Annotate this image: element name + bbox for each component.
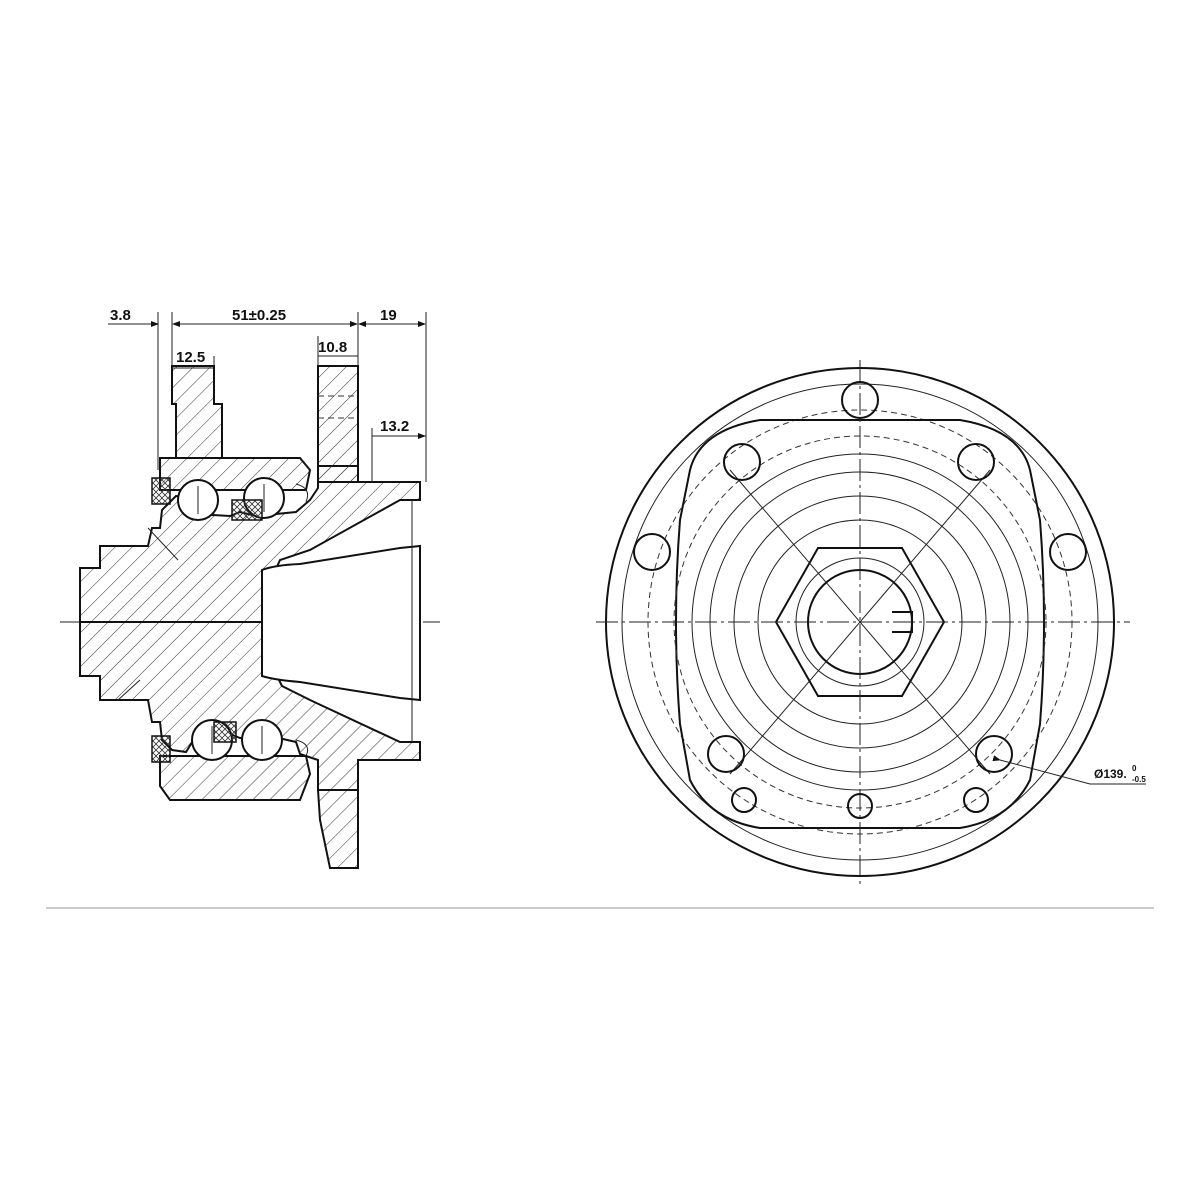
pcd-leader-line (992, 755, 1091, 785)
seal-upper (151, 477, 171, 505)
leader-tick-1 (147, 527, 179, 561)
seal-lip-lower (295, 739, 309, 757)
bolt-hole-lower-right-small (963, 787, 989, 813)
bolt-hole-top (841, 381, 879, 419)
section-view (60, 365, 440, 869)
dim-label-3-8: 3.8 (110, 307, 131, 324)
bolt-hole-bottom-left (707, 735, 745, 773)
hub-body-lower (79, 621, 421, 791)
seal-lip-upper (295, 483, 309, 503)
bearing-outer-ring-upper (159, 457, 312, 491)
front-view: Ø139. 0 -0.5 (596, 360, 1146, 884)
dim-label-13-2: 13.2 (380, 418, 409, 435)
bolt-hole-bottom (847, 793, 873, 819)
bolt-hole-bottom-right (975, 735, 1013, 773)
dim-label-10-8: 10.8 (318, 339, 347, 356)
dim-label-19: 19 (380, 307, 397, 324)
upper-flange-right (317, 365, 359, 483)
upper-flange-left (171, 365, 223, 459)
bolt-hole-right (1049, 533, 1087, 571)
hub-body-upper (79, 465, 421, 623)
dim-label-51: 51±0.25 (232, 307, 286, 324)
lower-flange-tab (316, 789, 359, 869)
flange-body-outline (675, 419, 1045, 829)
pcd-label: Ø139. (1094, 767, 1127, 781)
cage-upper (231, 499, 263, 521)
pcd-tol-upper: 0 (1132, 764, 1137, 773)
bolt-hole-left (633, 533, 671, 571)
leader-tick-2 (117, 679, 141, 701)
hub-bore (261, 544, 421, 702)
bolt-hole-top-right (957, 443, 995, 481)
front-diagonal-2 (729, 469, 991, 775)
seal-lower (151, 735, 171, 763)
cage-lower (213, 721, 237, 743)
pcd-tol-lower: -0.5 (1132, 775, 1146, 784)
dim-label-12-5: 12.5 (176, 349, 205, 366)
bearing-outer-ring-lower (159, 755, 312, 801)
dim-arrow-13-2 (418, 433, 426, 439)
dim-arrows-19 (358, 321, 426, 327)
bolt-hole-top-left (723, 443, 761, 481)
bolt-hole-lower-left-small (731, 787, 757, 813)
section-dimensions: 3.8 51±0.25 19 12.5 10.8 13.2 (108, 307, 427, 482)
